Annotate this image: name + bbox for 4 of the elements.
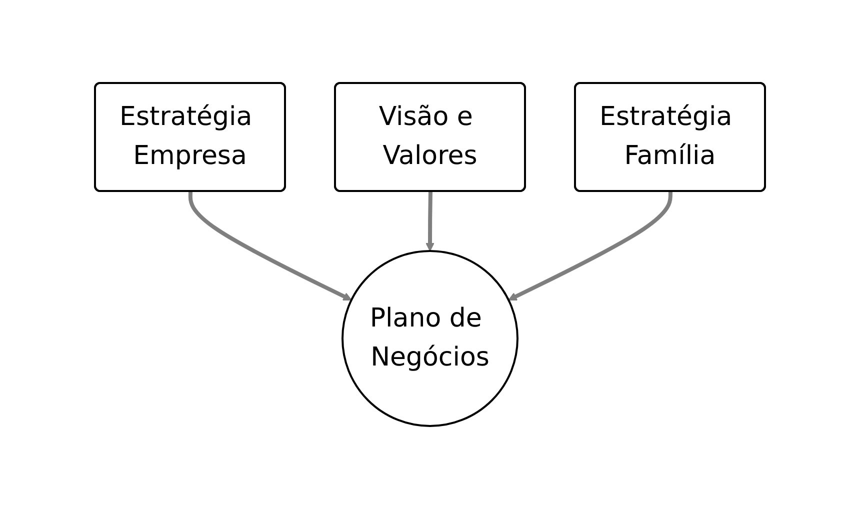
arrow	[508, 190, 672, 300]
arrow	[188, 190, 352, 300]
arrow	[426, 190, 434, 251]
node-circle: Plano de Negócios	[342, 250, 518, 426]
